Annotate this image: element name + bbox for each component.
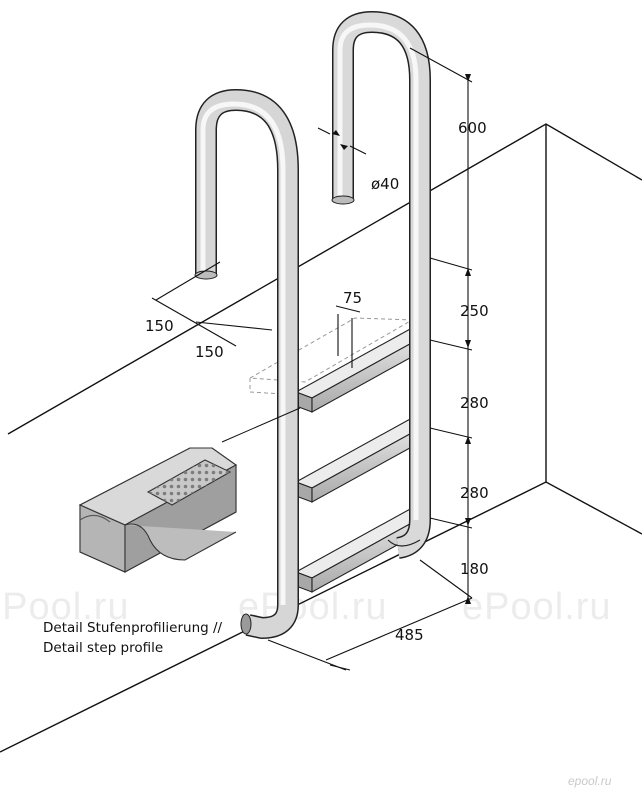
- step-profile-detail: [78, 447, 238, 573]
- watermark-right: ePool.ru: [462, 586, 612, 628]
- dim-label-280-lower: 280: [460, 484, 489, 502]
- step-middle: [294, 417, 430, 503]
- profile-leader-line: [221, 407, 301, 443]
- pool-wall-lines: [0, 123, 642, 753]
- dim-label-180: 180: [460, 560, 489, 578]
- dim-label-280-upper: 280: [460, 394, 489, 412]
- dim-label-485: 485: [395, 626, 424, 644]
- watermark-logo: epool.ru: [568, 774, 612, 788]
- dim-label-250: 250: [460, 302, 489, 320]
- step-top: [294, 327, 430, 413]
- watermark-left: ePool.ru: [0, 586, 130, 628]
- dim-label-600: 600: [458, 119, 487, 137]
- rail-left: [194, 89, 299, 639]
- profile-caption-line1: Detail Stufenprofilierung //: [43, 620, 223, 636]
- dim-label-diameter: ø40: [371, 175, 399, 193]
- dim-label-75: 75: [343, 289, 362, 307]
- dim-label-150-left: 150: [145, 317, 174, 335]
- dimension-lines: [151, 47, 473, 671]
- profile-caption-line2: Detail step profile: [43, 640, 164, 656]
- dim-label-150-right: 150: [195, 343, 224, 361]
- rail-right: [331, 11, 431, 559]
- rail-right-foot: [387, 539, 421, 547]
- dimension-arrows: [332, 74, 471, 604]
